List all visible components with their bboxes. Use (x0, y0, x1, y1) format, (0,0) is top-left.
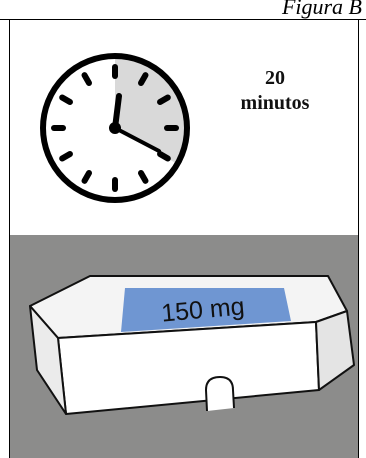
hour-tick (62, 98, 70, 103)
hour-tick (160, 98, 168, 103)
hour-tick (62, 154, 70, 159)
medication-section: 150 mg (10, 235, 358, 458)
hour-tick (141, 173, 146, 181)
box-tab (206, 377, 234, 411)
hour-tick (141, 75, 146, 83)
medication-box: 150 mg (10, 235, 359, 458)
box-front (58, 322, 319, 414)
box-right-side (316, 311, 354, 390)
hour-tick (160, 154, 168, 159)
minutes-value: 20 (235, 66, 315, 91)
illustration-panel: 20 minutos 150 mg (9, 20, 359, 458)
figure-label: Figura B (282, 0, 362, 20)
hour-tick (85, 75, 90, 83)
hour-tick (85, 173, 90, 181)
minutes-unit: minutos (235, 91, 315, 116)
clock-center (109, 122, 121, 134)
time-caption: 20 minutos (235, 66, 315, 116)
clock-section: 20 minutos (10, 20, 358, 235)
clock-icon (40, 53, 190, 203)
